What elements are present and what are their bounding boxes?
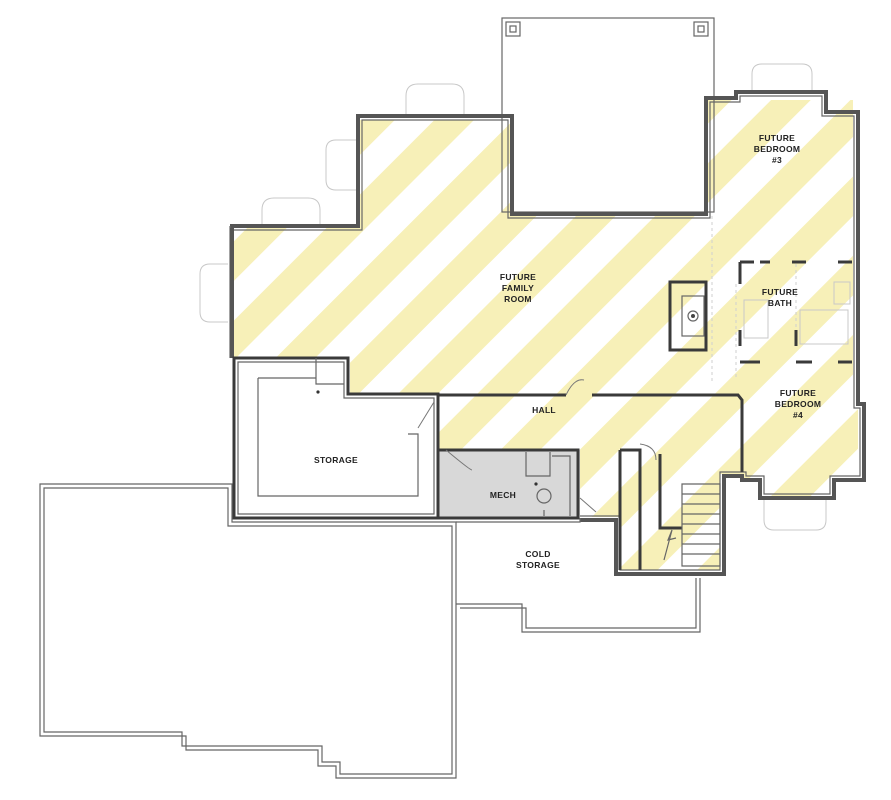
- main-perimeter-wall: [230, 90, 866, 576]
- svg-text:ROOM: ROOM: [504, 294, 532, 304]
- mech-room: [436, 448, 580, 520]
- deck: [501, 17, 715, 213]
- garage-wall: [39, 483, 457, 779]
- label-future-bedroom-3: FUTURE BEDROOM #3: [754, 133, 801, 165]
- main-perimeter-inner: [234, 95, 861, 571]
- label-future-bedroom-4: FUTURE BEDROOM #4: [775, 388, 822, 420]
- label-mech: MECH: [490, 490, 516, 500]
- bath-partitions: [711, 216, 852, 384]
- svg-text:FAMILY: FAMILY: [502, 283, 534, 293]
- label-storage: STORAGE: [314, 455, 358, 465]
- svg-text:FUTURE: FUTURE: [762, 287, 798, 297]
- label-cold-storage: COLD STORAGE: [516, 549, 560, 570]
- svg-text:BATH: BATH: [768, 298, 792, 308]
- svg-text:BEDROOM: BEDROOM: [775, 399, 822, 409]
- hall-walls: [417, 379, 744, 513]
- svg-text:COLD: COLD: [525, 549, 550, 559]
- svg-text:#4: #4: [793, 410, 803, 420]
- svg-text:#3: #3: [772, 155, 782, 165]
- label-future-family-room: FUTURE FAMILY ROOM: [500, 272, 536, 304]
- garage-wall-inner: [43, 487, 453, 775]
- window-wells: [199, 63, 827, 531]
- svg-text:FUTURE: FUTURE: [759, 133, 795, 143]
- stairs: [618, 443, 721, 570]
- svg-text:FUTURE: FUTURE: [500, 272, 536, 282]
- cold-storage-wall: [456, 518, 701, 633]
- svg-text:STORAGE: STORAGE: [516, 560, 560, 570]
- label-future-bath: FUTURE BATH: [762, 287, 798, 308]
- svg-text:FUTURE: FUTURE: [780, 388, 816, 398]
- cold-storage-wall-inner: [460, 578, 697, 629]
- svg-text:BEDROOM: BEDROOM: [754, 144, 801, 154]
- label-hall: HALL: [532, 405, 556, 415]
- fireplace: [668, 280, 708, 352]
